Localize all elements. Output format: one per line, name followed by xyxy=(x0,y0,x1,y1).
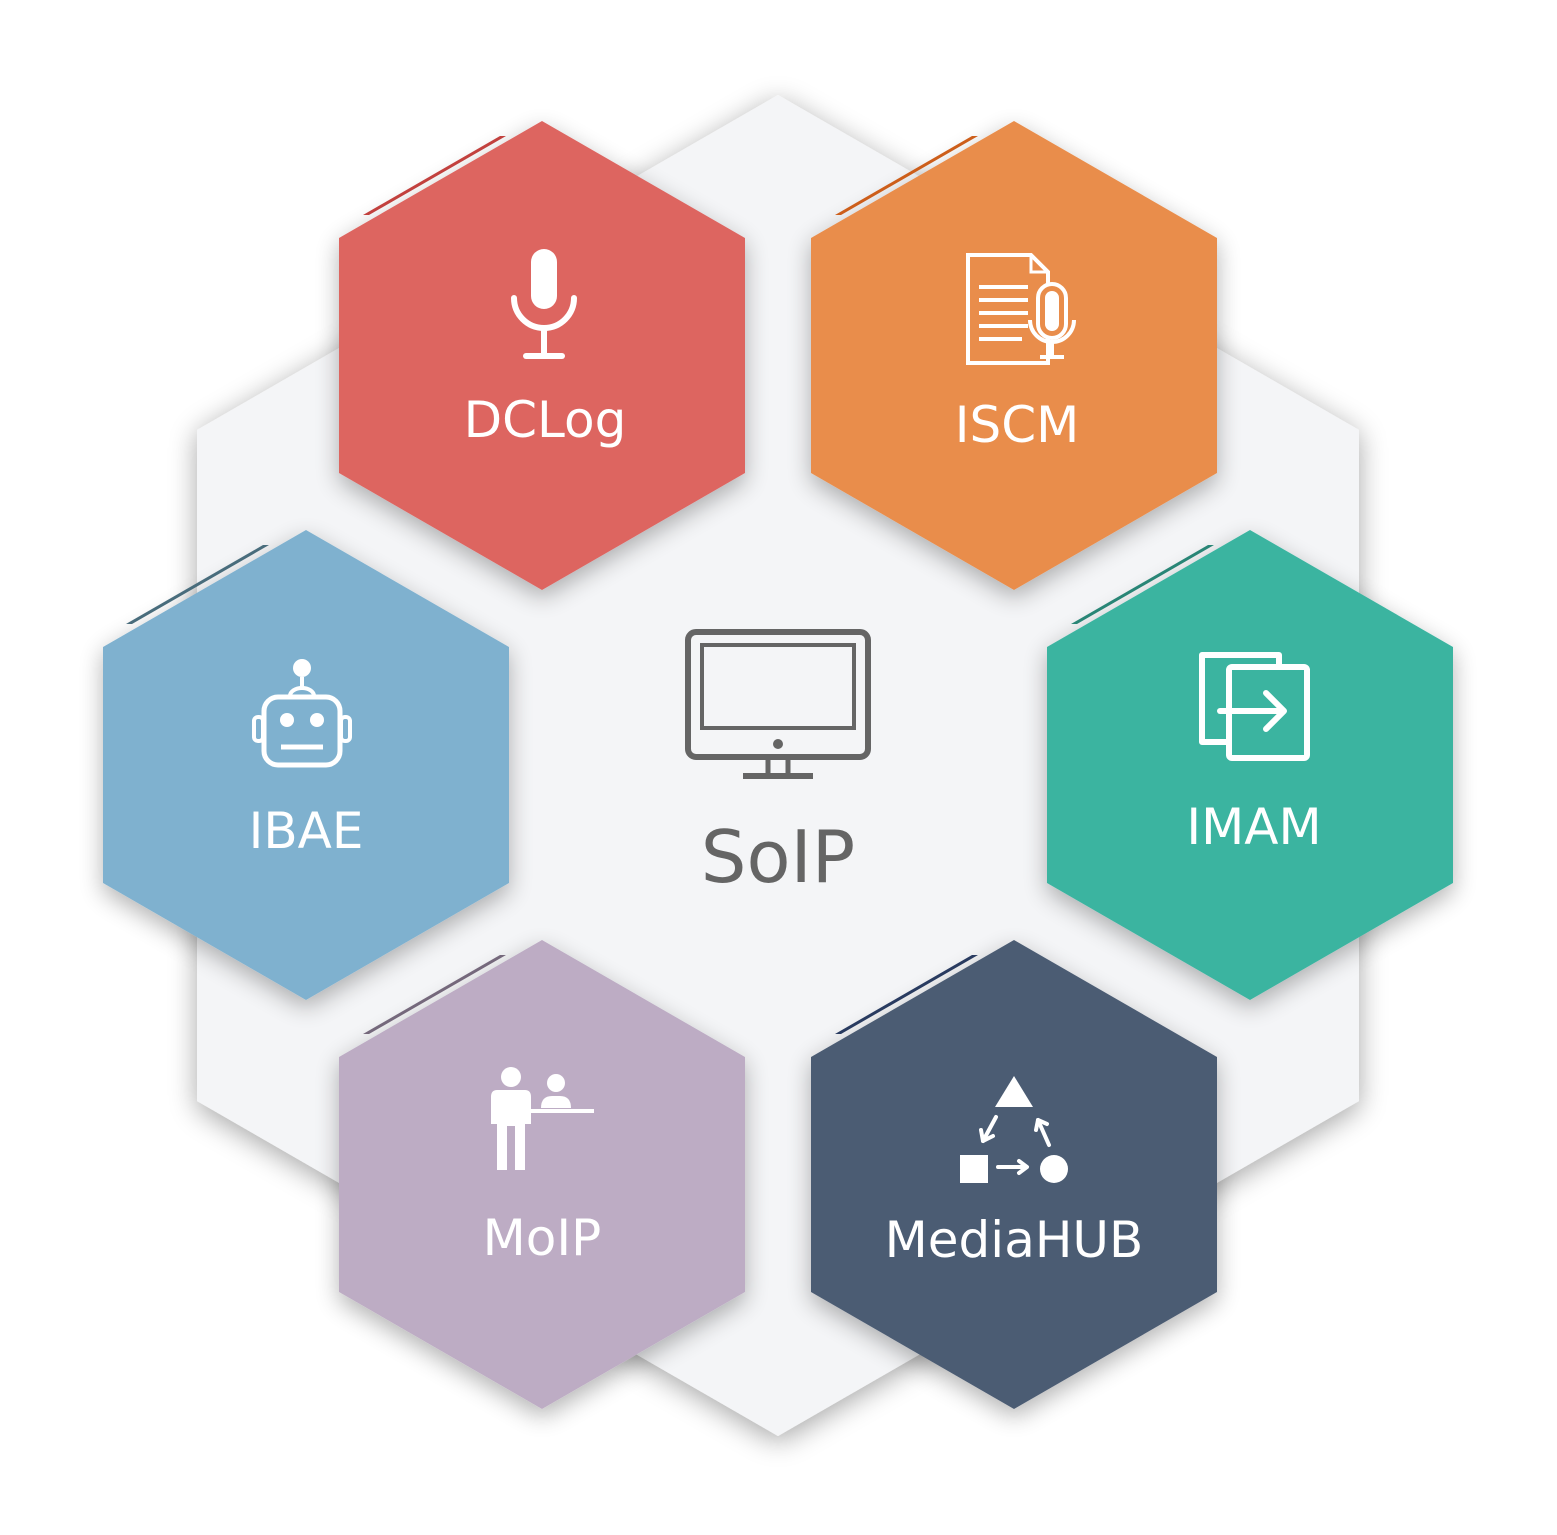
module-label: DCLog xyxy=(464,391,627,449)
hex-accent xyxy=(1071,545,1214,624)
hexagon-iscm xyxy=(811,121,1217,590)
hex-accent xyxy=(363,955,506,1034)
hexagon-mediahub xyxy=(811,940,1217,1409)
hex-accent xyxy=(835,136,978,215)
hexagon-imam xyxy=(1047,530,1453,1000)
document-mic-icon xyxy=(966,253,1076,365)
module-moip[interactable]: MoIP xyxy=(339,940,745,1409)
module-label: IBAE xyxy=(249,802,364,860)
hex-accent xyxy=(835,955,978,1034)
center-label: SoIP xyxy=(701,815,855,899)
module-label: MoIP xyxy=(483,1209,602,1267)
shapes-cycle-icon xyxy=(960,1076,1068,1183)
module-label: IMAM xyxy=(1186,798,1321,856)
module-mediahub[interactable]: MediaHUB xyxy=(811,940,1217,1409)
module-iscm[interactable]: ISCM xyxy=(811,121,1217,590)
module-label: ISCM xyxy=(955,396,1080,454)
hexagon-moip xyxy=(339,940,745,1409)
center-module-soip[interactable]: SoIP xyxy=(685,629,871,899)
robot-icon xyxy=(252,659,352,768)
microphone-icon xyxy=(511,249,577,359)
people-reception-icon xyxy=(491,1067,594,1170)
module-dclog[interactable]: DCLog xyxy=(339,121,745,590)
monitor-icon xyxy=(685,629,871,779)
module-imam[interactable]: IMAM xyxy=(1047,530,1453,1000)
hex-accent xyxy=(363,136,506,215)
hex-accent xyxy=(126,545,269,624)
module-label: MediaHUB xyxy=(885,1211,1144,1269)
module-ibae[interactable]: IBAE xyxy=(103,530,509,1000)
transfer-icon xyxy=(1199,652,1310,761)
